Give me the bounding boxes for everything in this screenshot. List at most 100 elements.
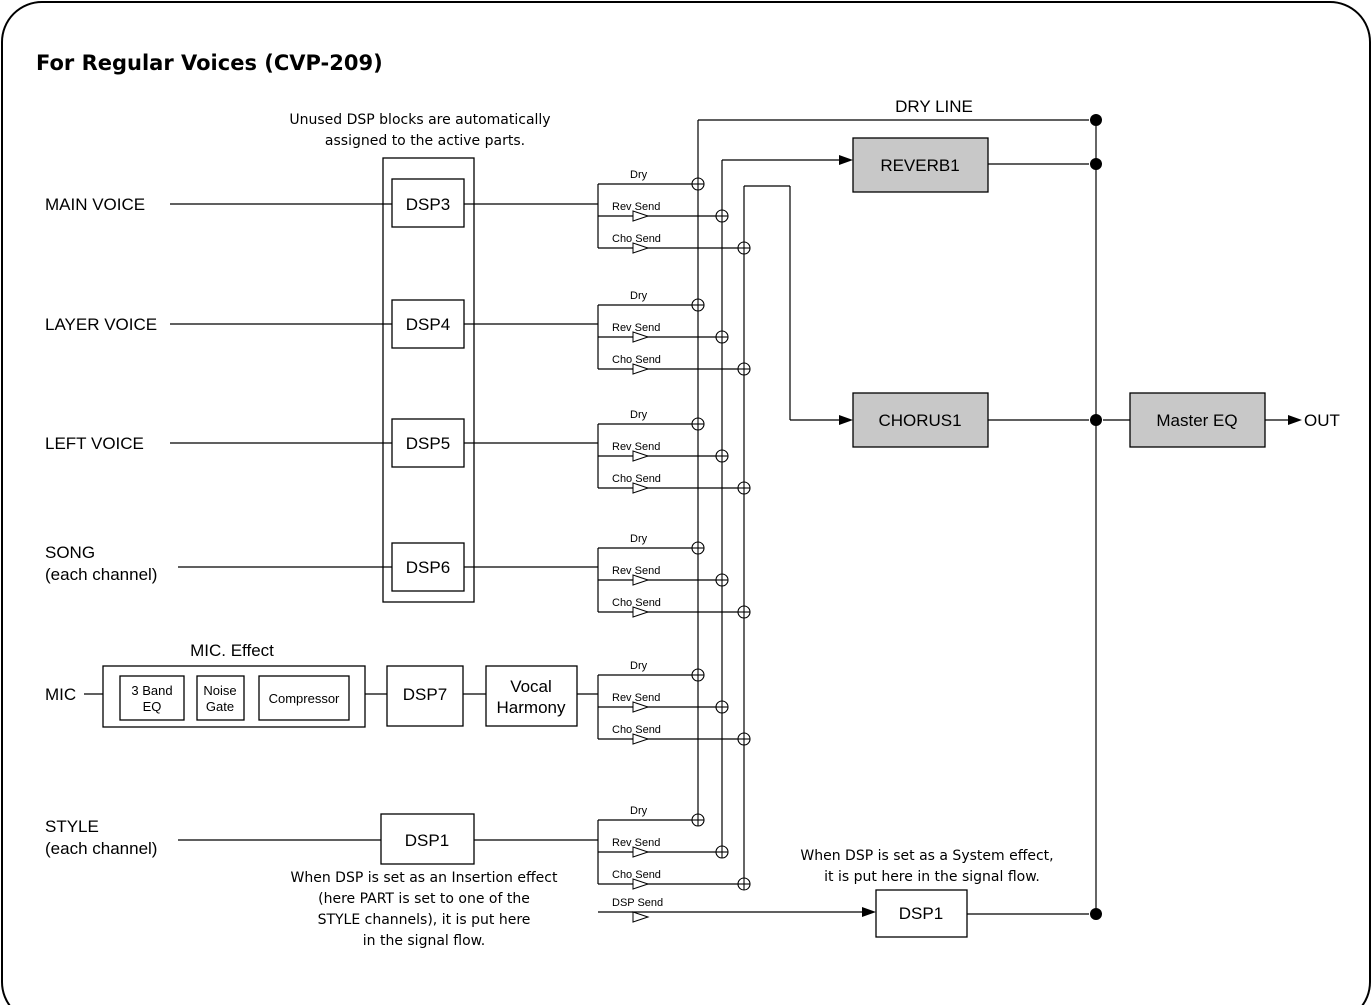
rev-send-label: Rev Send bbox=[612, 441, 660, 453]
sum-node-reverb bbox=[1090, 158, 1102, 170]
dsp-send-path bbox=[598, 907, 876, 917]
cho-send-amp bbox=[632, 242, 650, 254]
note-dsp-assign-line1: Unused DSP blocks are automatically bbox=[289, 112, 550, 128]
sum-node-dry bbox=[691, 541, 705, 555]
note-insertion-line1: When DSP is set as an Insertion effect bbox=[291, 870, 558, 886]
rev-send-label: Rev Send bbox=[612, 565, 660, 577]
cho-send-amp bbox=[632, 606, 650, 618]
dsp5-label: DSP5 bbox=[406, 434, 450, 453]
rev-send-amp bbox=[632, 574, 650, 586]
dry-label: Dry bbox=[630, 290, 648, 302]
rev-send-amp bbox=[632, 450, 650, 462]
dsp1-system-block bbox=[875, 889, 968, 938]
dsp-pool bbox=[382, 157, 475, 603]
noise-gate-label-1: Noise bbox=[203, 683, 236, 698]
input-song-sub: (each channel) bbox=[45, 565, 157, 584]
note-dsp-assign-line2: assigned to the active parts. bbox=[325, 133, 525, 149]
cho-send-label: Cho Send bbox=[612, 354, 661, 366]
input-style: STYLE bbox=[45, 817, 99, 836]
sum-node-rev bbox=[715, 209, 729, 223]
sum-node-dry bbox=[691, 417, 705, 431]
rev-send-amp bbox=[632, 210, 650, 222]
dsp3-block bbox=[391, 178, 465, 228]
dsp1-insert-label: DSP1 bbox=[405, 831, 449, 850]
note-insertion-line2: (here PART is set to one of the bbox=[318, 891, 530, 907]
rev-send-label: Rev Send bbox=[612, 692, 660, 704]
dsp6-block bbox=[391, 542, 465, 592]
sum-node-rev bbox=[715, 449, 729, 463]
sum-node-rev bbox=[715, 845, 729, 859]
sum-node-chorus bbox=[1090, 414, 1102, 426]
vocal-harmony-label-1: Vocal bbox=[510, 677, 552, 696]
note-system-line1: When DSP is set as a System effect, bbox=[800, 848, 1053, 864]
dsp7-block bbox=[386, 665, 464, 727]
mic-effect-label: MIC. Effect bbox=[190, 641, 274, 660]
sum-node-dry bbox=[691, 177, 705, 191]
sum-node-rev bbox=[715, 573, 729, 587]
sum-node-system-dsp bbox=[1090, 908, 1102, 920]
dry-label: Dry bbox=[630, 660, 648, 672]
out-label: OUT bbox=[1304, 411, 1340, 430]
note-insertion-line3: STYLE channels), it is put here bbox=[318, 912, 531, 928]
input-left-voice: LEFT VOICE bbox=[45, 434, 144, 453]
chorus-label: CHORUS1 bbox=[878, 411, 961, 430]
dsp-send-label: DSP Send bbox=[612, 897, 663, 909]
rev-send-label: Rev Send bbox=[612, 322, 660, 334]
eq-3band-label-2: EQ bbox=[143, 699, 162, 714]
rev-send-label: Rev Send bbox=[612, 837, 660, 849]
sum-node-dry bbox=[691, 298, 705, 312]
sum-node-dry bbox=[691, 668, 705, 682]
vocal-harmony-label-2: Harmony bbox=[497, 698, 566, 717]
rev-send-amp bbox=[632, 846, 650, 858]
dsp1-system-label: DSP1 bbox=[899, 904, 943, 923]
dsp4-block bbox=[391, 299, 465, 349]
input-main-voice: MAIN VOICE bbox=[45, 195, 145, 214]
rev-send-amp bbox=[632, 331, 650, 343]
cho-send-amp bbox=[632, 733, 650, 745]
note-insertion-line4: in the signal flow. bbox=[363, 933, 486, 949]
vocal-harmony-block bbox=[485, 665, 578, 727]
input-mic: MIC bbox=[45, 685, 76, 704]
sum-node-cho bbox=[737, 732, 751, 746]
compressor-block bbox=[258, 675, 350, 721]
chorus-block bbox=[852, 392, 989, 448]
cho-send-label: Cho Send bbox=[612, 724, 661, 736]
input-song: SONG bbox=[45, 543, 95, 562]
sum-node-cho bbox=[737, 362, 751, 376]
cho-send-amp bbox=[632, 363, 650, 375]
cho-send-label: Cho Send bbox=[612, 597, 661, 609]
reverb-block bbox=[852, 137, 989, 193]
sum-node-rev bbox=[715, 700, 729, 714]
dsp-send-amp bbox=[632, 911, 650, 923]
master-eq-label: Master EQ bbox=[1156, 411, 1237, 430]
sum-node-cho bbox=[737, 877, 751, 891]
rev-send-label: Rev Send bbox=[612, 201, 660, 213]
diagram-title: For Regular Voices (CVP-209) bbox=[36, 51, 383, 75]
dry-label: Dry bbox=[630, 409, 648, 421]
sum-node-dry bbox=[691, 813, 705, 827]
eq-3band-label-1: 3 Band bbox=[131, 683, 172, 698]
dsp4-label: DSP4 bbox=[406, 315, 450, 334]
dsp7-label: DSP7 bbox=[403, 685, 447, 704]
dsp3-label: DSP3 bbox=[406, 195, 450, 214]
sum-node-cho bbox=[737, 481, 751, 495]
dry-label: Dry bbox=[630, 169, 648, 181]
cho-send-amp bbox=[632, 482, 650, 494]
sum-node-rev bbox=[715, 330, 729, 344]
reverb-label: REVERB1 bbox=[880, 156, 959, 175]
rev-send-amp bbox=[632, 701, 650, 713]
cho-send-label: Cho Send bbox=[612, 473, 661, 485]
dry-label: Dry bbox=[630, 533, 648, 545]
noise-gate-label-2: Gate bbox=[206, 699, 234, 714]
sum-node-cho bbox=[737, 605, 751, 619]
dsp6-label: DSP6 bbox=[406, 558, 450, 577]
noise-gate-block bbox=[196, 675, 245, 721]
bus-to-effects bbox=[722, 155, 853, 425]
cho-send-amp bbox=[632, 878, 650, 890]
